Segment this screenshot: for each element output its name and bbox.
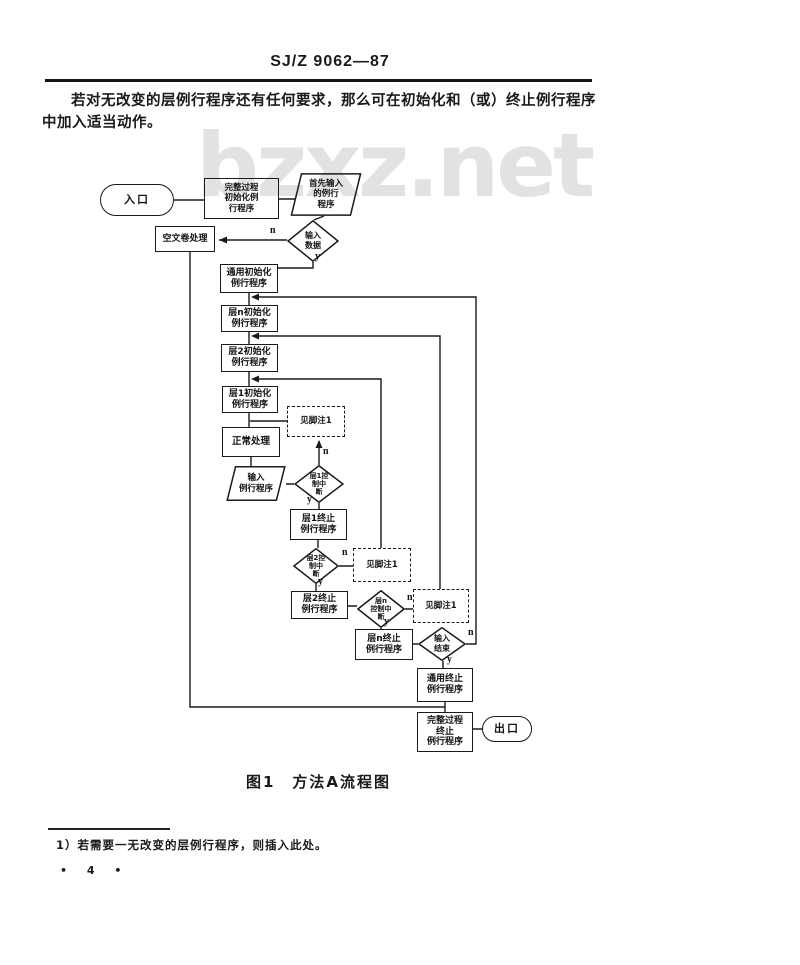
flow-node-layer-1-init: 层1初始化 例行程序	[222, 386, 278, 413]
flow-node-layer-1-break: 层1控 制中 断	[294, 465, 344, 503]
parallelogram-shape	[290, 173, 362, 216]
flow-node-input-end: 输入 结束	[418, 627, 466, 661]
flow-node-entry: 入口	[100, 184, 174, 216]
flow-return-lines	[189, 252, 477, 708]
diamond-shape	[418, 627, 466, 661]
flow-node-general-term: 通用终止 例行程序	[417, 668, 473, 702]
edge-label-n: n	[323, 446, 329, 457]
edge-label-y: y	[318, 576, 323, 587]
flow-node-layer-2-init: 层2初始化 例行程序	[221, 344, 278, 372]
diamond-shape	[293, 548, 339, 584]
footnote-text: 1）若需要一无改变的层例行程序，则插入此处。	[56, 838, 328, 852]
edge-label-y: y	[315, 251, 320, 262]
flow-node-layer-1-term: 层1终止 例行程序	[290, 509, 347, 540]
flow-node-layer-2-term: 层2终止 例行程序	[291, 591, 348, 619]
footnote-rule	[48, 828, 170, 830]
figure-caption: 图1 方法A流程图	[246, 773, 392, 791]
flow-node-normal-processing: 正常处理	[222, 427, 280, 457]
flow-node-exit: 出口	[482, 716, 532, 742]
flow-node-complete-term: 完整过程 终止 例行程序	[417, 712, 473, 752]
flow-node-layer-n-init: 层n初始化 例行程序	[221, 305, 278, 332]
flow-node-empty-file: 空文卷处理	[155, 226, 215, 252]
body-paragraph: 若对无改变的层例行程序还有任何要求，那么可在初始化和（或）终止例行程序中加入适当…	[42, 93, 596, 131]
edge-label-n: n	[342, 547, 348, 558]
flow-arrowheads	[219, 236, 323, 448]
diamond-shape	[294, 465, 344, 503]
edge-label-y: y	[384, 616, 389, 627]
flow-node-layer-n-break: 层n 控制中 断	[357, 590, 405, 628]
header-rule	[45, 79, 592, 82]
edge-label-n: n	[407, 592, 413, 603]
watermark-text: bzxz.net	[196, 114, 595, 217]
standard-number: SJ/Z 9062—87	[270, 53, 390, 70]
page-number: • 4 •	[60, 864, 130, 877]
edge-label-n: n	[468, 627, 474, 638]
diamond-shape	[357, 590, 405, 628]
flow-node-see-footnote-1a: 见脚注1	[287, 406, 345, 437]
flow-node-see-footnote-1b: 见脚注1	[353, 548, 411, 582]
flow-node-input-routine: 输入 例行程序	[226, 466, 286, 501]
edge-label-y: y	[307, 494, 312, 505]
flow-node-input-data: 输入 数据	[287, 220, 339, 262]
flow-node-init-complete: 完整过程 初始化例 行程序	[204, 178, 279, 219]
edge-label-y: y	[447, 654, 452, 665]
flow-node-first-input: 首先输入 的例行 程序	[290, 173, 362, 216]
flow-node-see-footnote-1c: 见脚注1	[413, 589, 469, 623]
flow-node-general-init: 通用初始化 例行程序	[220, 264, 278, 293]
flow-node-layer-2-break: 层2控 制中 断	[293, 548, 339, 584]
flow-node-layer-n-term: 层n终止 例行程序	[355, 629, 413, 660]
parallelogram-shape	[226, 466, 286, 501]
diamond-shape	[287, 220, 339, 262]
edge-label-n: n	[270, 225, 276, 236]
